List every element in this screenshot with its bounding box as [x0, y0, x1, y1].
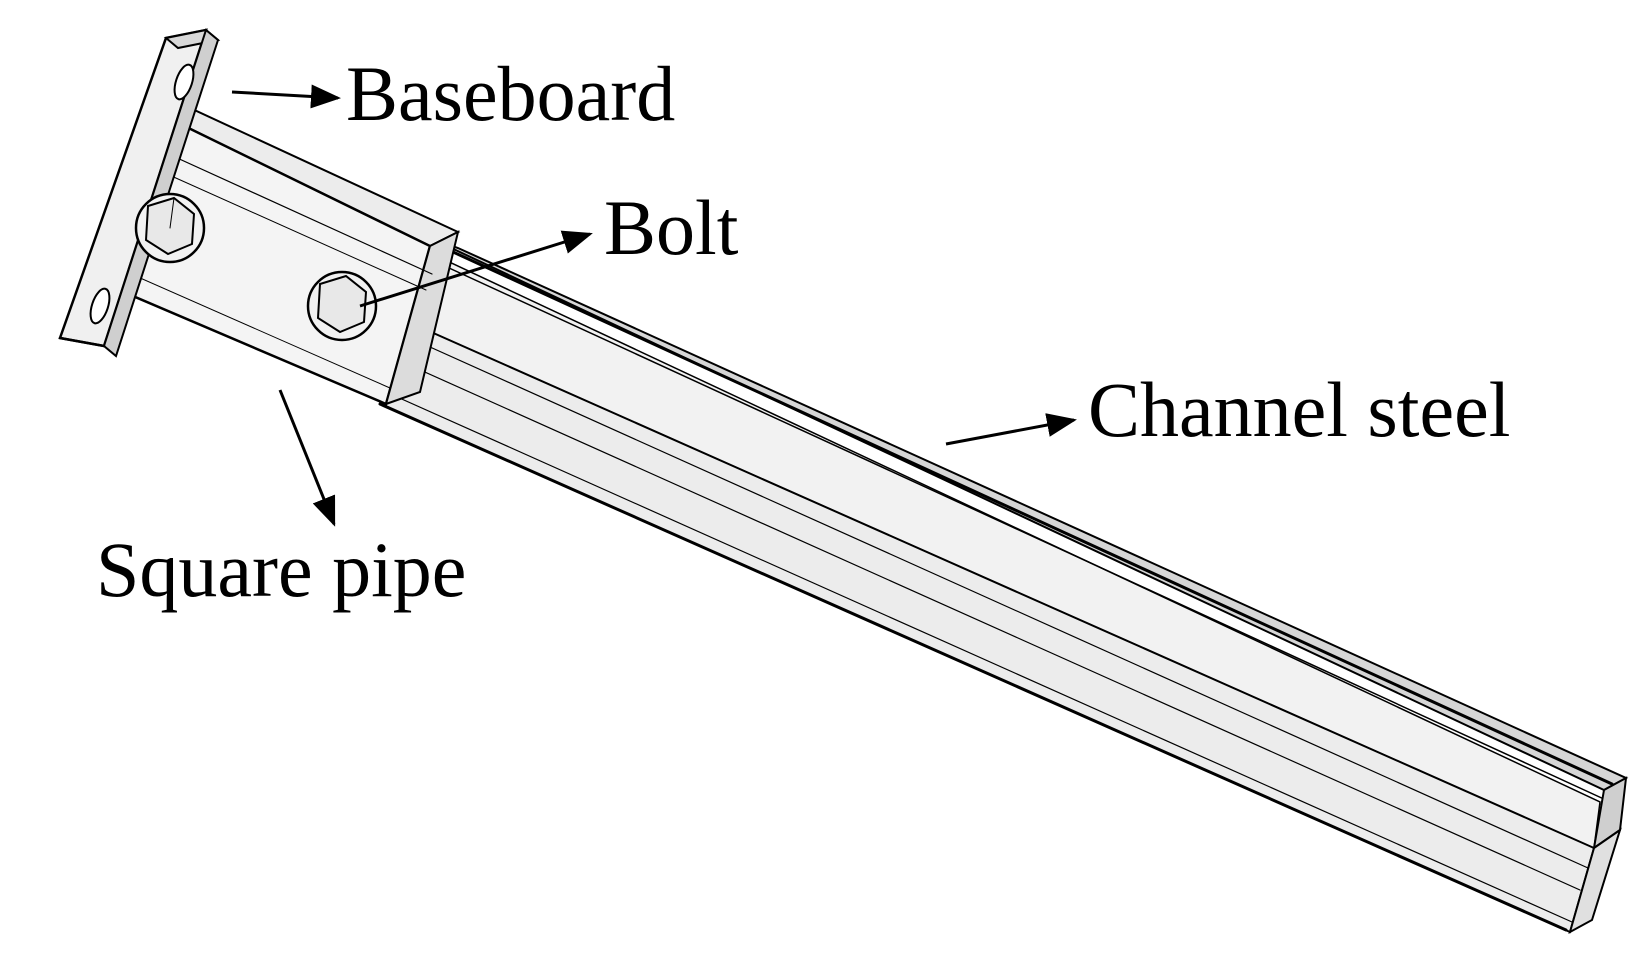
bolt-lower	[306, 270, 378, 342]
bolt-label: Bolt	[604, 184, 739, 271]
bolt-upper	[134, 192, 206, 264]
channel-end-lip	[1568, 827, 1622, 935]
bolt-arrow	[359, 230, 593, 308]
baseboard-label: Baseboard	[346, 50, 675, 137]
baseboard-hole-bottom	[89, 287, 111, 325]
channel-steel-label: Channel steel	[1088, 366, 1510, 453]
square-pipe-end-face	[384, 230, 460, 406]
channel-steel-arrow	[945, 413, 1077, 446]
baseboard-arrow	[231, 84, 341, 109]
square-pipe-arrow	[278, 389, 336, 527]
baseboard-hole-top	[173, 63, 195, 101]
square-pipe-label: Square pipe	[96, 526, 466, 613]
channel-inner-wall	[403, 250, 1601, 850]
channel-steel	[378, 237, 1629, 935]
